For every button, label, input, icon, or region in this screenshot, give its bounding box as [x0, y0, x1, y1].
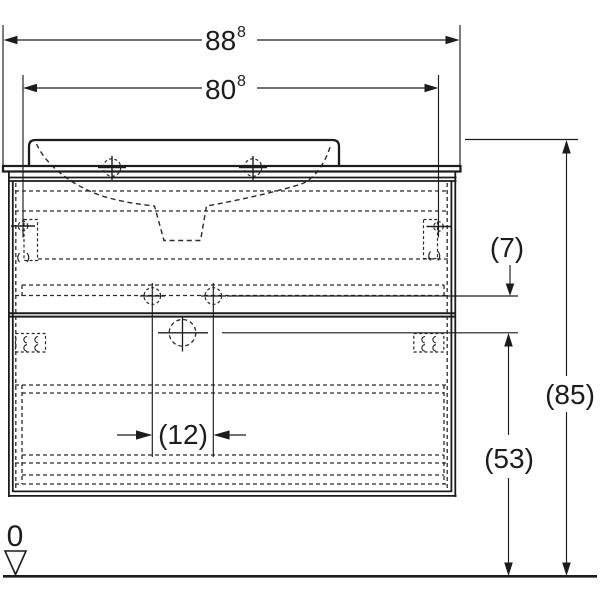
- water-connection-markers: [140, 283, 226, 457]
- datum-triangle-icon: [3, 550, 28, 577]
- siphon-crosshair: [158, 317, 208, 352]
- mounting-bracket-right: [422, 218, 439, 260]
- connection-offset-value: (7): [490, 232, 524, 263]
- siphon-height-value: (53): [484, 443, 534, 474]
- runner-clip-box-right: [413, 332, 445, 353]
- cabinet-hidden-side-panels: [15, 183, 448, 490]
- arrowhead-down: [562, 562, 571, 576]
- overall-width-value: 88: [205, 25, 236, 56]
- dimension-overall-width: 88 8: [2, 24, 461, 171]
- fixing-width-superscript: 8: [237, 73, 246, 90]
- countertop: [1, 164, 462, 173]
- washbasin: [27, 138, 341, 242]
- fixing-width-value: 80: [205, 74, 236, 105]
- cabinet-hidden-horizontal-edges: [15, 190, 448, 485]
- datum-zero-label: 0: [7, 520, 24, 553]
- connection-spacing-value: (12): [158, 419, 208, 450]
- mounting-bracket-left: [23, 218, 39, 262]
- arrowhead-right: [445, 35, 460, 45]
- faucet-hole-markers: [98, 156, 267, 180]
- arrowhead-down: [504, 562, 513, 576]
- cabinet-body: [7, 171, 457, 497]
- siphon-marker: [158, 317, 208, 352]
- overall-width-superscript: 8: [237, 24, 246, 41]
- arrowhead-left: [23, 83, 37, 93]
- faucet-hole-crosshair: [239, 156, 267, 180]
- arrowhead-left: [213, 430, 230, 440]
- arrowhead-right: [424, 83, 439, 93]
- floor-datum: 0: [3, 520, 597, 578]
- washbasin-outline: [27, 138, 341, 166]
- dimension-connection-offset: (7): [222, 232, 524, 334]
- mounting-point-markers: [11, 220, 451, 232]
- countertop-slab: [1, 164, 462, 173]
- arrowhead-up: [562, 140, 571, 154]
- arrowhead-up: [504, 333, 513, 347]
- runner-clip-marks-right: [421, 335, 437, 352]
- total-height-value: (85): [545, 379, 595, 410]
- dimension-total-height: (85): [465, 138, 595, 576]
- dimension-fixing-width: 80 8: [22, 73, 440, 238]
- washbasin-bowl-hidden-contour: [35, 143, 332, 242]
- arrowhead-right: [136, 430, 153, 440]
- arrowhead-down: [505, 283, 515, 296]
- drawer-hidden-edges: [22, 284, 444, 476]
- bracket-latch-marks: [17, 251, 441, 263]
- runner-clip-marks-left: [23, 335, 39, 352]
- arrowhead-left: [3, 35, 18, 45]
- dimension-connection-spacing: (12): [117, 419, 246, 450]
- runner-clip-box-left: [14, 332, 47, 353]
- faucet-hole-crosshair: [98, 156, 126, 180]
- dimension-siphon-height: (53): [484, 333, 534, 576]
